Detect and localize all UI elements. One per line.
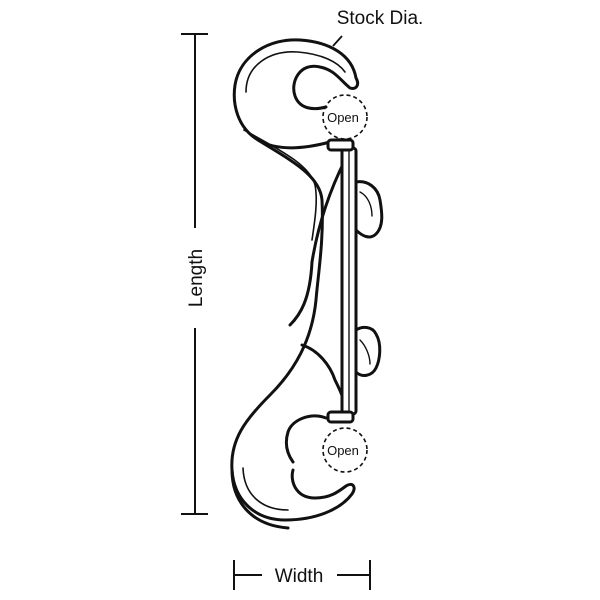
top-hook-outline — [232, 38, 360, 327]
stock-dia-leader — [332, 35, 343, 47]
width-dimension — [233, 560, 371, 590]
upper-thumb-lever — [354, 180, 384, 239]
body-inner-edge — [243, 129, 318, 241]
open-circle-top — [322, 94, 368, 140]
bottom-hook-inner-highlight — [242, 467, 289, 511]
length-dimension — [181, 33, 208, 515]
bottom-hook-outer — [230, 468, 290, 530]
width-label: Width — [275, 566, 324, 587]
length-label: Length — [186, 249, 207, 307]
stock-dia-label: Stock Dia. — [337, 8, 424, 29]
open-circle-bottom — [322, 427, 368, 473]
upper-thumb-lever-detail — [359, 191, 373, 217]
top-hook-inner-highlight — [245, 51, 346, 93]
lower-thumb-lever-detail — [359, 339, 371, 365]
open-label-top: Open — [327, 110, 359, 125]
snap-hook — [230, 38, 384, 530]
open-label-bottom: Open — [327, 443, 359, 458]
gate-bottom-cap — [326, 410, 355, 424]
gate-top-cap — [326, 138, 355, 152]
